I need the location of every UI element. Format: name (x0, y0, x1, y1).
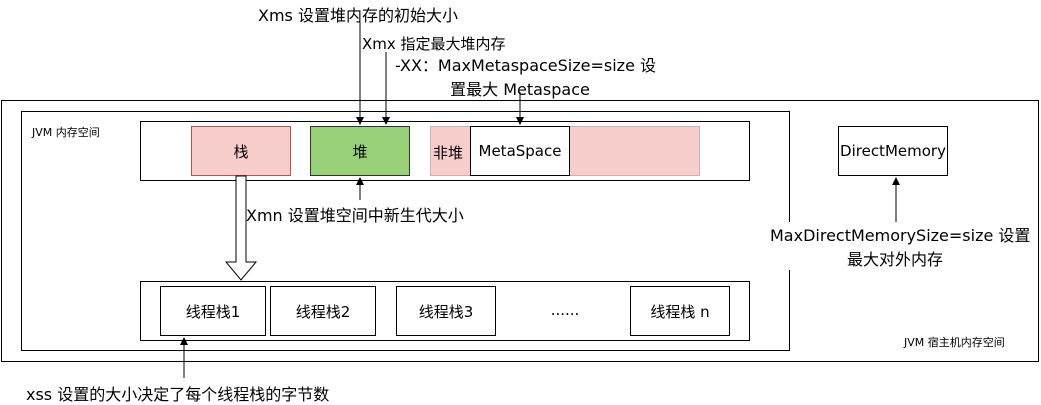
host-memory-label: JVM 宿主机内存空间 (904, 336, 1005, 349)
nonheap-label: 非堆 (433, 144, 464, 162)
metaspace-annotation-line1: -XX：MaxMetaspaceSize=size 设 (395, 56, 657, 75)
thread-stack-n-label: 线程栈 n (650, 302, 710, 321)
direct-memory-annotation: MaxDirectMemorySize=size 设置 最大对外内存 (770, 222, 1031, 270)
thread-stack-3: 线程栈3 (396, 286, 496, 336)
thread-stack-n: 线程栈 n (630, 286, 730, 336)
thread-stack-ellipsis: ...... (550, 301, 580, 319)
thread-stack-2-label: 线程栈2 (295, 302, 351, 321)
xmx-annotation: Xmx 指定最大堆内存 (362, 33, 506, 54)
metaspace-region: MetaSpace (470, 126, 570, 176)
metaspace-label: MetaSpace (478, 142, 562, 160)
metaspace-annotation: -XX：MaxMetaspaceSize=size 设 置最大 Metaspac… (395, 52, 657, 100)
direct-annotation-line1: MaxDirectMemorySize=size 设置 (770, 226, 1031, 245)
direct-memory-label: DirectMemory (840, 142, 946, 160)
thread-stack-1: 线程栈1 (160, 286, 266, 336)
thread-stack-1-label: 线程栈1 (185, 302, 241, 321)
heap-region: 堆 (310, 126, 410, 176)
stack-label: 栈 (233, 142, 249, 161)
direct-memory-box: DirectMemory (838, 126, 948, 176)
heap-label: 堆 (352, 142, 368, 161)
xss-annotation: xss 设置的大小决定了每个线程栈的字节数 (26, 385, 330, 404)
thread-stack-3-label: 线程栈3 (418, 302, 474, 321)
direct-annotation-line2: 最大对外内存 (846, 250, 943, 269)
metaspace-annotation-line2: 置最大 Metaspace (450, 80, 590, 99)
thread-stack-2: 线程栈2 (270, 286, 376, 336)
stack-region: 栈 (191, 126, 291, 176)
jvm-memory-label: JVM 内存空间 (32, 126, 100, 139)
xms-annotation: Xms 设置堆内存的初始大小 (258, 6, 458, 25)
xmn-annotation: Xmn 设置堆空间中新生代大小 (246, 202, 464, 226)
